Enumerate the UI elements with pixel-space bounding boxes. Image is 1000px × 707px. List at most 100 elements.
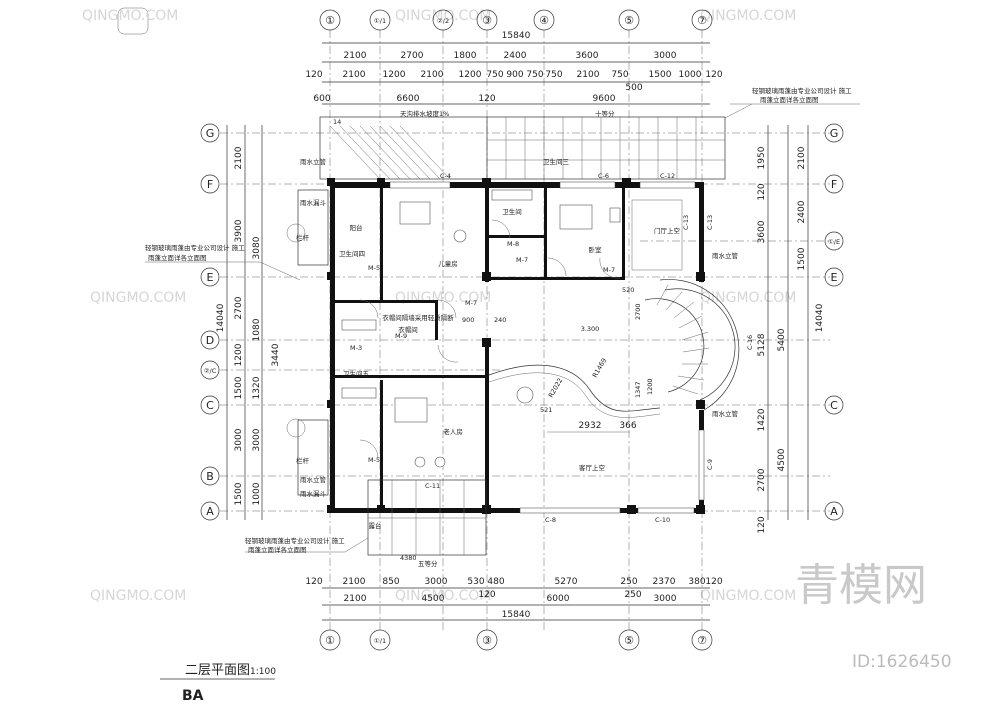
dim-text: 240 xyxy=(494,316,506,324)
dim-text: 3080 xyxy=(252,236,262,259)
dim-text: 1080 xyxy=(252,318,262,341)
column xyxy=(696,272,705,281)
dim-text: 120 xyxy=(757,183,767,200)
dim-text: R1469 xyxy=(591,357,608,379)
wall-interior xyxy=(489,235,544,238)
wall-interior xyxy=(380,380,383,510)
svg-text:E: E xyxy=(207,271,214,284)
notes: 轻钢玻璃雨蓬由专业公司设计 施工 雨蓬立面详各立面图 轻钢玻璃雨蓬由专业公司设计… xyxy=(145,86,860,568)
dim-text: 900 xyxy=(462,316,474,324)
column xyxy=(622,178,631,187)
wall-north xyxy=(330,182,704,188)
axis-bubble: C xyxy=(824,395,844,415)
glass-canopy-bottom xyxy=(367,479,487,556)
svg-text:C: C xyxy=(830,399,838,412)
bathtub xyxy=(341,319,377,331)
dim-text: R2022 xyxy=(547,377,564,399)
note-text: 雨水漏斗 xyxy=(300,489,327,498)
door-tag: M-7 xyxy=(516,256,528,264)
dim-text: 2700 xyxy=(401,51,424,61)
column xyxy=(327,178,335,186)
dim-text: 1950 xyxy=(757,146,767,169)
room-label: 阳台 xyxy=(350,223,363,232)
table xyxy=(453,229,467,243)
wall-interior xyxy=(335,375,485,378)
furniture xyxy=(286,189,683,468)
window-tag: C-13 xyxy=(682,215,690,230)
note-text: 轻钢玻璃雨蓬由专业公司设计 施工 xyxy=(752,86,852,95)
watermark-text: QINGMO.COM xyxy=(700,290,796,306)
door-tag: M-5 xyxy=(368,264,380,272)
wall-interior xyxy=(489,277,624,280)
note-text: 雨水立管 xyxy=(300,157,327,166)
axis-bubble: E xyxy=(200,267,220,287)
window-tag: C-12 xyxy=(660,172,675,180)
svg-text:①: ① xyxy=(325,14,335,27)
dim-text: 3440 xyxy=(271,343,281,366)
dim-text: 380 xyxy=(688,577,705,587)
dim-text: 750 xyxy=(526,70,543,80)
wall-interior xyxy=(380,182,383,302)
dim-text: 3600 xyxy=(757,220,767,243)
column xyxy=(377,178,385,186)
door-tag: M-8 xyxy=(507,240,519,248)
dim-text: 14040 xyxy=(815,303,825,332)
dim-text: 1320 xyxy=(252,376,262,399)
window-tag: C-10 xyxy=(655,516,670,524)
axis-bubble: F xyxy=(200,174,220,194)
dim-text: 900 xyxy=(506,70,523,80)
dim-text: 15840 xyxy=(502,610,531,620)
dim-text: 1500 xyxy=(649,70,672,80)
axis-bubble: G xyxy=(200,123,220,143)
window-c10 xyxy=(637,507,695,514)
wall-interior xyxy=(335,300,435,303)
dim-text: 1500 xyxy=(797,247,807,270)
column xyxy=(327,400,335,408)
axis-bubble: D xyxy=(200,330,220,350)
dim-text: 120 xyxy=(478,590,495,600)
dim-text: 120 xyxy=(705,577,722,587)
column xyxy=(327,272,335,280)
column xyxy=(377,505,385,513)
axis-bubble: ①/1 xyxy=(369,629,391,651)
drawing-scale: 1:100 xyxy=(250,667,276,677)
window-c9 xyxy=(698,429,705,501)
dim-text: 2100 xyxy=(797,146,807,169)
dimension-lines-bottom: 120 2100 850 3000 530 480 5270 250 2370 … xyxy=(305,577,723,621)
window-tag: C-4 xyxy=(440,172,451,180)
watermark-text: QINGMO.COM xyxy=(90,588,186,604)
axis-bubble: A xyxy=(200,501,220,521)
dim-text: 250 xyxy=(624,590,641,600)
spiral-staircase xyxy=(644,279,740,411)
column xyxy=(327,505,335,513)
window-tag: C-9 xyxy=(706,459,714,470)
window-tag: C-6 xyxy=(598,172,609,180)
axis-bubbles-left: G F E D ②/C C B A xyxy=(200,123,220,521)
dim-text: 1420 xyxy=(757,408,767,431)
note-text: 十等分 xyxy=(595,109,615,118)
svg-text:②/C: ②/C xyxy=(204,367,217,375)
bathtub xyxy=(491,189,533,201)
round-table xyxy=(516,386,534,404)
watermark-text: QINGMO.COM xyxy=(700,588,796,604)
wall-east-upper xyxy=(699,182,704,282)
column xyxy=(696,400,705,409)
watermark-text: QINGMO.COM xyxy=(82,8,178,24)
axis-bubble: ④ xyxy=(533,9,555,31)
mark-number: 14 xyxy=(333,118,341,126)
room-label: 露台 xyxy=(369,521,382,530)
room-label: 卫生间五 xyxy=(343,369,370,378)
watermark-id: ID:1626450 xyxy=(852,652,952,672)
watermark-tile: QINGMO.COM xyxy=(82,7,178,35)
dim-text: 850 xyxy=(382,577,399,587)
dim-text: 2100 xyxy=(343,577,366,587)
plant xyxy=(286,418,306,438)
note-text: 五等分 xyxy=(418,559,438,568)
door-tag: M-3 xyxy=(350,344,362,352)
note-text: 雨蓬立面详各立面图 xyxy=(248,545,307,554)
svg-text:⑦: ⑦ xyxy=(697,14,707,27)
note-text: 雨蓬立面详各立面图 xyxy=(148,253,207,262)
dim-text: 1800 xyxy=(454,51,477,61)
dim-text: 120 xyxy=(305,577,322,587)
